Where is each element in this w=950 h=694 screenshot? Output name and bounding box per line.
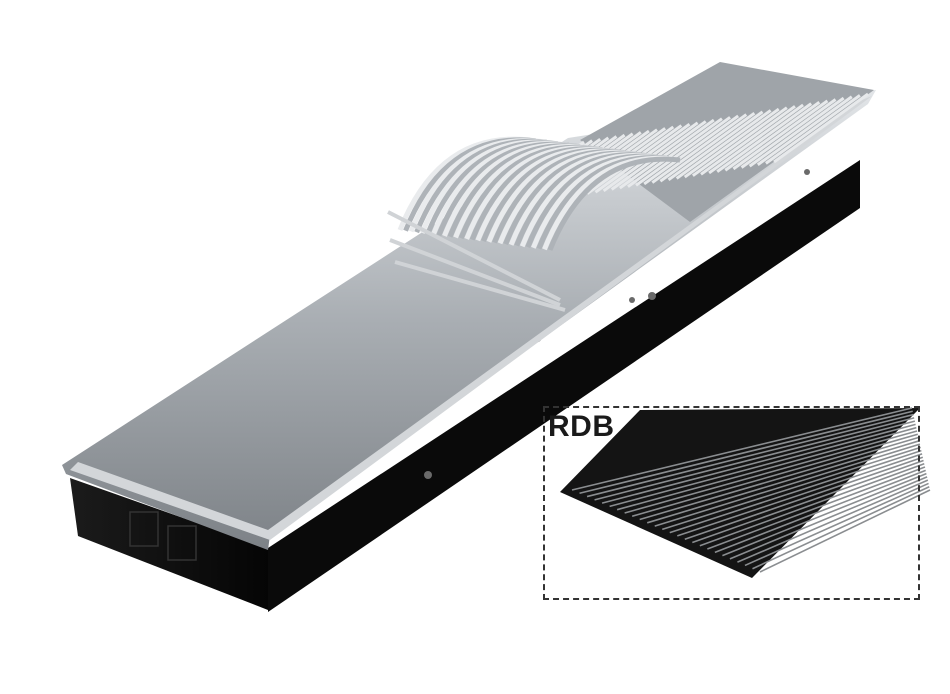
grille-bar <box>579 410 913 495</box>
grille-bar <box>684 456 924 540</box>
grille-bar <box>748 96 845 168</box>
grille-bar <box>714 469 926 554</box>
grille-bar <box>571 407 913 491</box>
grille-bar <box>667 110 764 182</box>
side-screws <box>424 169 810 479</box>
grille-bar <box>601 420 916 504</box>
grille-bar <box>700 105 796 176</box>
grille-bar <box>707 466 926 550</box>
grille-bar <box>627 117 723 188</box>
grille-bar <box>691 106 788 177</box>
grille-bar <box>756 95 853 166</box>
grille-bar <box>740 98 837 169</box>
inset-grille <box>560 408 920 578</box>
grille-bar <box>394 260 566 312</box>
inset-label: RDB <box>548 410 615 443</box>
grille-bar <box>646 440 920 524</box>
trench-frame-inner <box>70 96 872 540</box>
grille-bar <box>737 479 929 563</box>
grille-bar <box>639 436 919 521</box>
grille-bar <box>724 101 821 172</box>
grille-bar <box>683 107 780 179</box>
rolled-grille <box>387 136 681 312</box>
grille-bar <box>618 118 715 190</box>
grille-bar <box>773 92 869 164</box>
inset-dashed-frame <box>543 406 920 600</box>
grille-bar <box>387 210 561 302</box>
grille-bar <box>669 449 922 534</box>
grille-bar <box>624 430 918 514</box>
grille-bar <box>654 443 921 527</box>
grille-bar <box>765 94 861 165</box>
grille-bar <box>659 111 756 183</box>
grille-bar <box>586 413 914 498</box>
trench-side-wall <box>268 160 860 612</box>
grille-bar <box>692 459 924 544</box>
grille-bar <box>594 417 915 501</box>
grille-bar <box>729 476 928 560</box>
grille-bar <box>752 485 930 570</box>
trench-front-wall <box>70 478 268 610</box>
grille-bar <box>677 453 923 537</box>
grille-bar <box>661 446 921 531</box>
grille-bar <box>722 472 927 557</box>
inset-grille-bars <box>571 407 931 573</box>
grille-bar <box>609 423 916 508</box>
grille-bar <box>708 103 804 175</box>
grille-bar <box>759 489 931 573</box>
front-knockouts <box>129 511 197 561</box>
grille-bar <box>732 99 829 171</box>
grille-bar <box>616 426 917 511</box>
grille-bar <box>675 109 772 180</box>
grille-bar <box>643 114 740 186</box>
grille-bar <box>744 482 929 567</box>
grille-bar <box>389 238 561 307</box>
grille-bar <box>635 116 731 187</box>
grille-bar <box>699 463 925 547</box>
grille-bar <box>651 113 748 184</box>
grille-bar <box>716 102 813 173</box>
rolled-grille-bar <box>547 156 681 251</box>
grille-bar <box>631 433 918 518</box>
